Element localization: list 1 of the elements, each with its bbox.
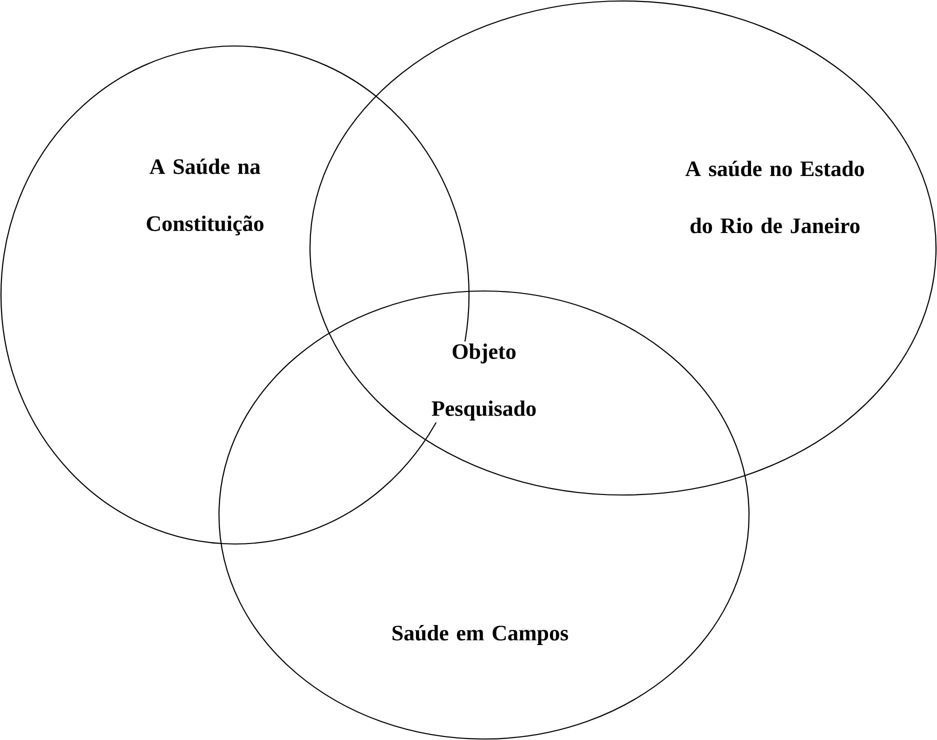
intersection-label: Objeto Pesquisado — [407, 342, 561, 422]
